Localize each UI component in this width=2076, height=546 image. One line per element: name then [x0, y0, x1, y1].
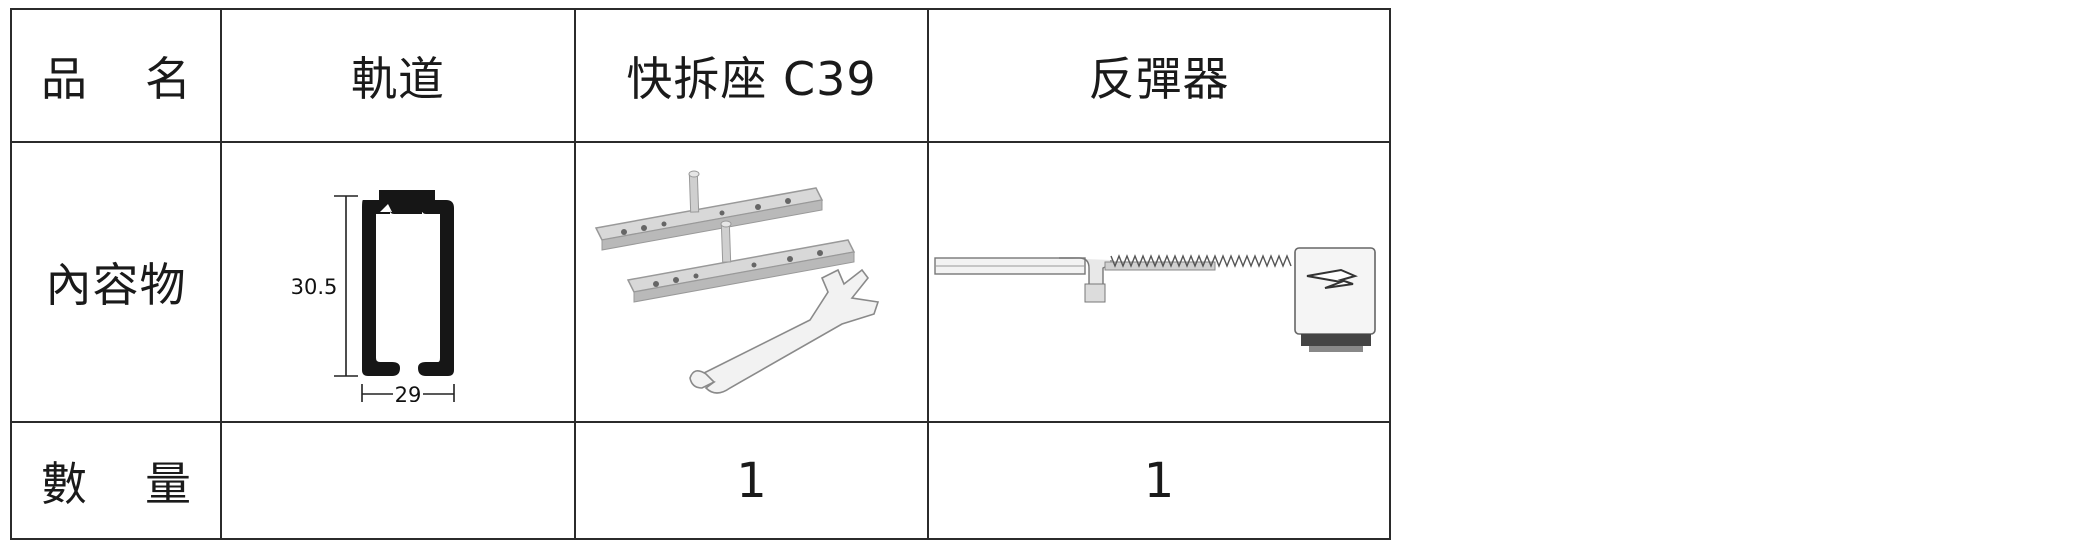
- quantity-label: 數量: [10, 421, 222, 540]
- spring-coil: [1110, 254, 1292, 268]
- catch-housing: [1294, 247, 1376, 352]
- quantity-rail: [220, 421, 576, 540]
- spec-table: 品名 軌道 快拆座 C39 反彈器 內容物 30.5 29: [10, 8, 1391, 540]
- label-char: 品: [41, 51, 87, 106]
- rebound-device-image: [934, 247, 1376, 352]
- width-dimension-label: 29: [395, 383, 422, 402]
- label-char: 數: [41, 456, 87, 511]
- header-row: 品名 軌道 快拆座 C39 反彈器: [10, 8, 1391, 143]
- width-label-bg: [393, 380, 423, 402]
- quick-release-mount-cell: [574, 141, 929, 423]
- rail-cell: 30.5 29: [220, 141, 576, 423]
- height-label-bg: [288, 272, 344, 302]
- mount-plate-upper: [594, 170, 823, 251]
- height-dimension-label: 30.5: [291, 275, 338, 299]
- rebound-device-body: [934, 257, 1216, 303]
- wrench-tool: [688, 268, 879, 394]
- mount-plate-lower: [626, 220, 855, 303]
- col-header-rebound-device: 反彈器: [927, 8, 1391, 143]
- col-header-quick-release-mount: 快拆座 C39: [574, 8, 929, 143]
- item-name-label: 品名: [10, 8, 222, 143]
- rail-profile-diagram: 30.5 29: [288, 190, 455, 402]
- quick-release-mount-image: [594, 170, 879, 394]
- quantity-quick-release-mount: 1: [574, 421, 929, 540]
- label-char: 名: [145, 51, 191, 106]
- col-header-rail: 軌道: [220, 8, 576, 143]
- quantity-rebound-device: 1: [927, 421, 1391, 540]
- quantity-row: 數量 1 1: [10, 421, 1391, 540]
- label-char: 量: [145, 456, 191, 511]
- rebound-device-cell: [927, 141, 1391, 423]
- contents-label: 內容物: [10, 141, 222, 423]
- contents-row: 內容物 30.5 29: [10, 141, 1391, 423]
- rail-cross-section: [362, 190, 454, 376]
